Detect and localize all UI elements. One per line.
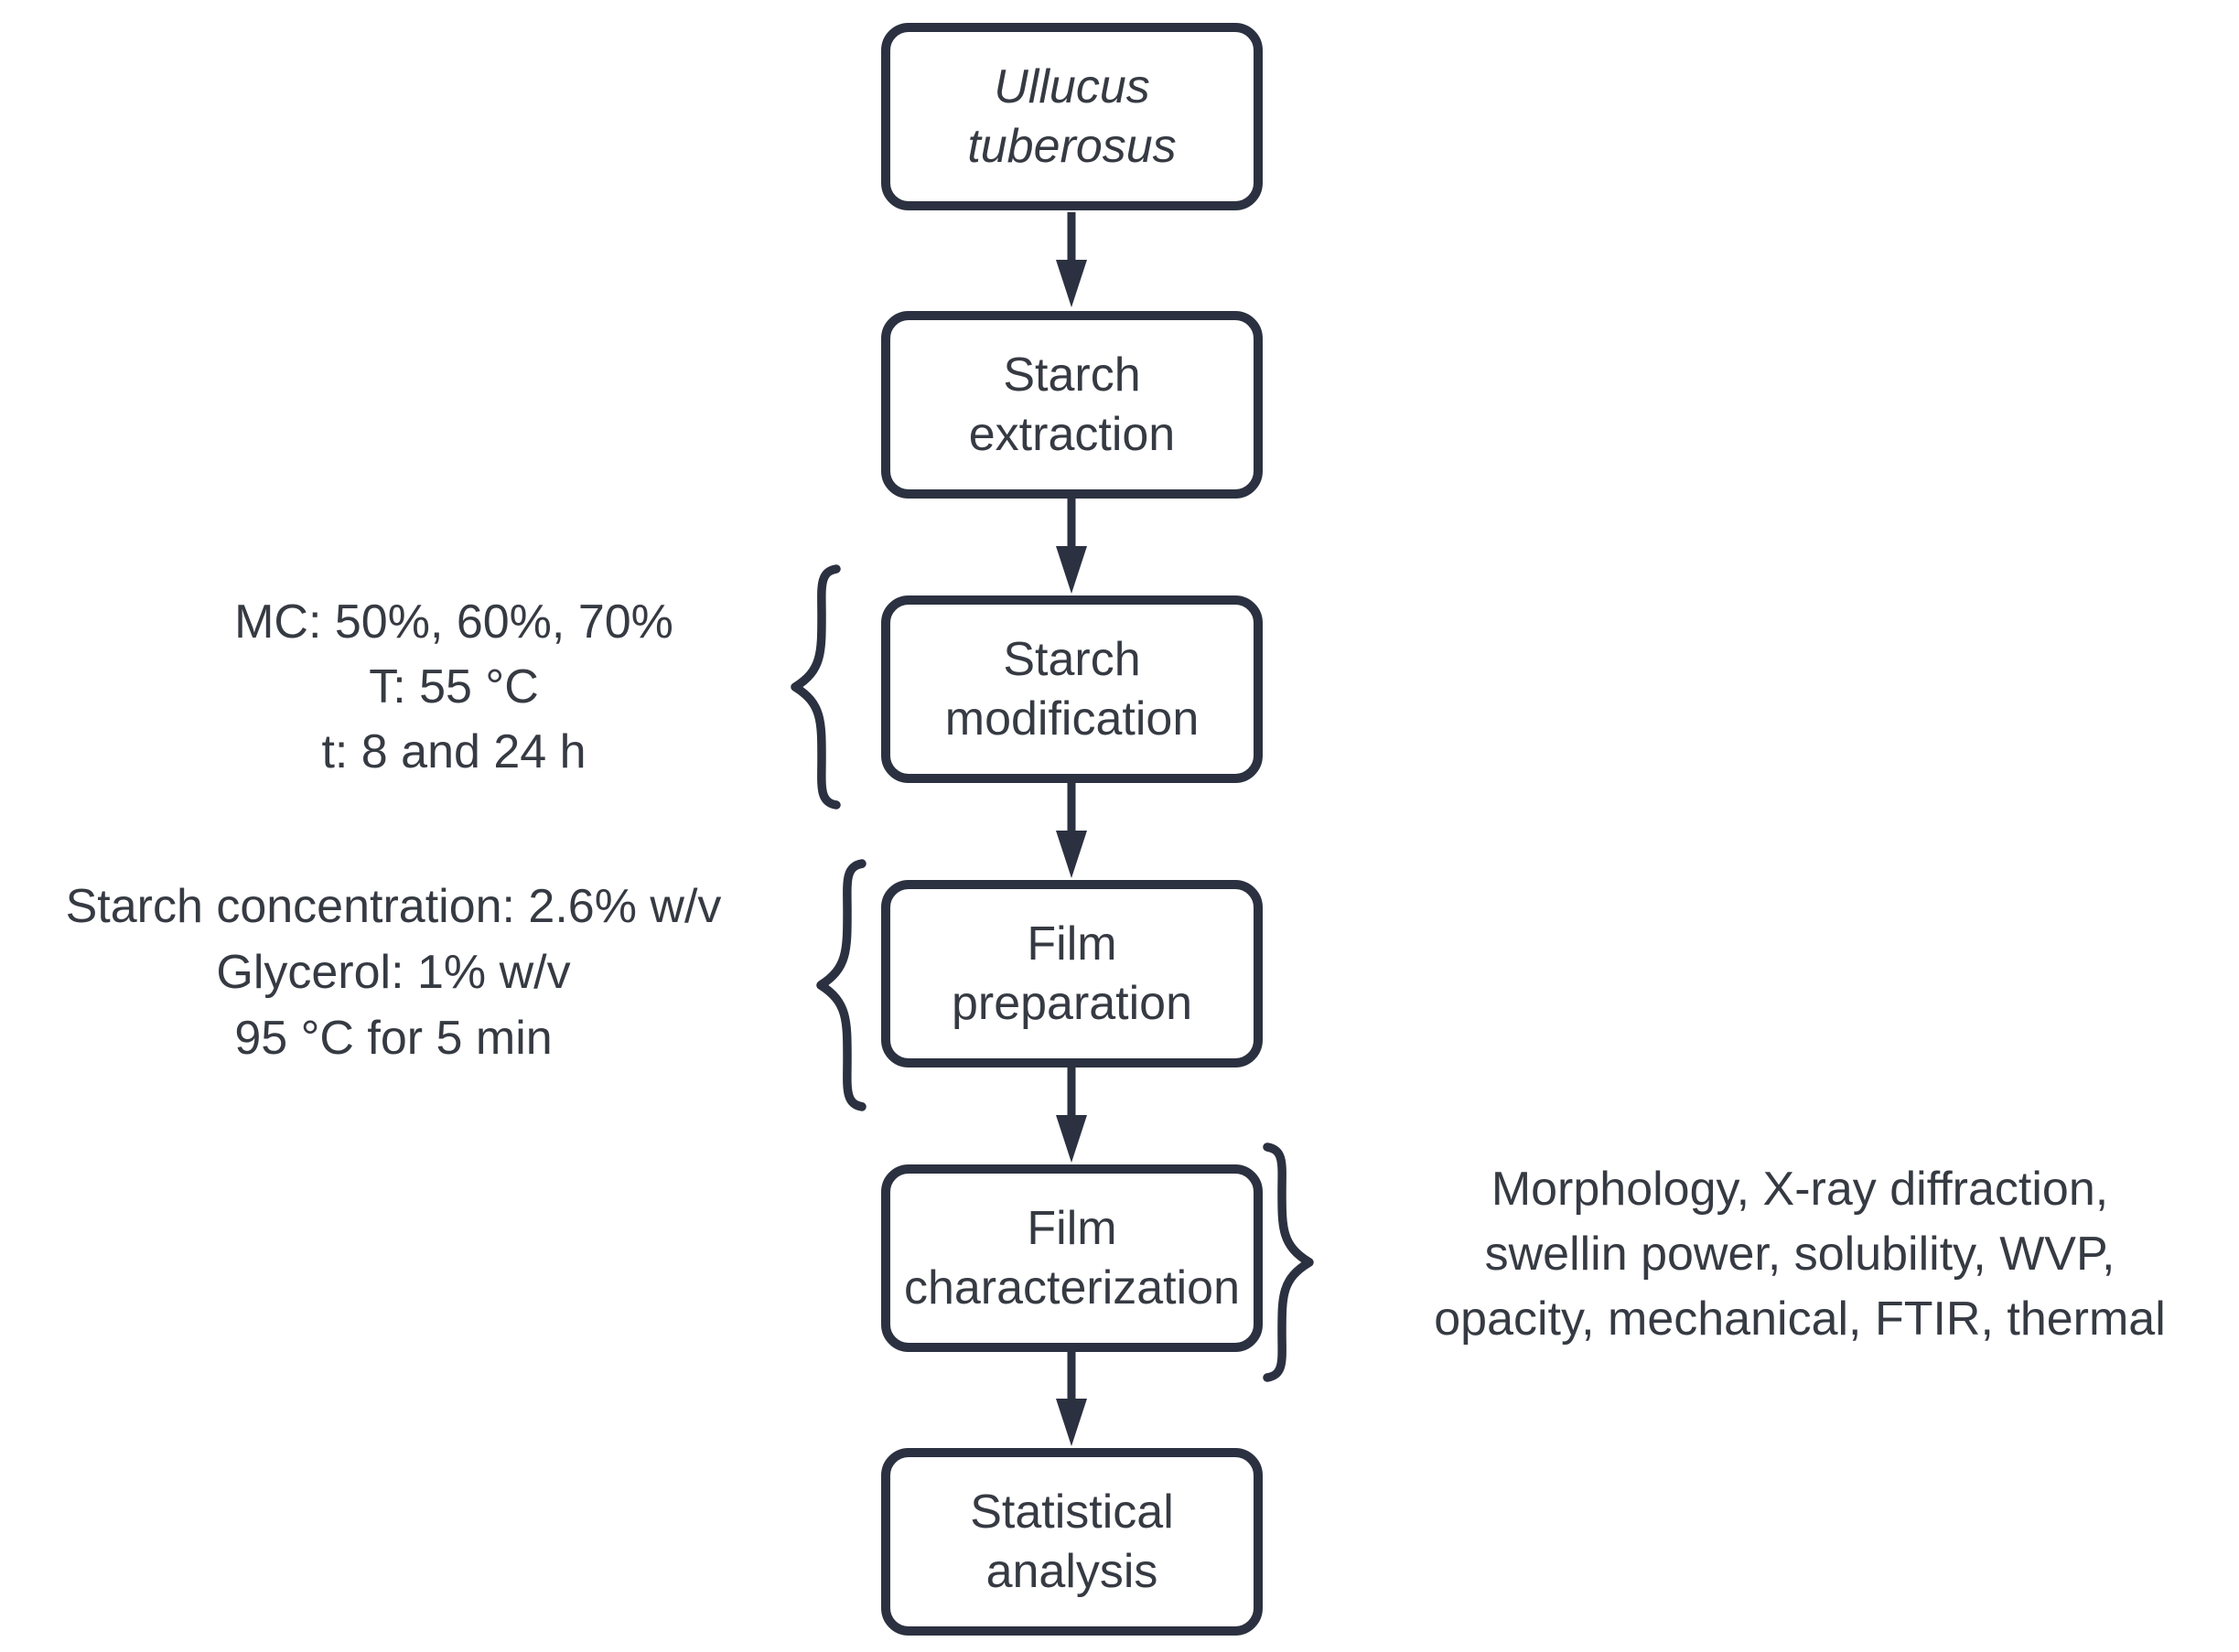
node-starch-modification: Starch modification — [881, 595, 1263, 783]
left-brace-icon — [816, 859, 867, 1111]
node-label-line: tuberosus — [967, 119, 1177, 173]
annotation-film-characterization: Morphology, X-ray diffraction, swellin p… — [1361, 1157, 2239, 1352]
node-label-line: extraction — [968, 407, 1176, 461]
annotation-line: swellin power, solubility, WVP, — [1484, 1228, 2115, 1281]
down-arrow-icon — [1056, 1067, 1087, 1163]
node-label-line: preparation — [951, 976, 1193, 1030]
annotation-line: t: 8 and 24 h — [321, 725, 587, 778]
annotation-film-preparation: Starch concentration: 2.6% w/v Glycerol:… — [0, 874, 787, 1071]
node-label-line: Ullucus — [994, 59, 1150, 113]
node-label-line: Film — [1027, 917, 1117, 971]
node-label-line: Statistical — [970, 1485, 1174, 1539]
node-label-line: characterization — [903, 1260, 1241, 1314]
down-arrow-icon — [1056, 1351, 1087, 1446]
left-brace-icon — [791, 564, 841, 810]
node-statistical-analysis: Statistical analysis — [881, 1448, 1263, 1636]
annotation-line: Glycerol: 1% w/v — [216, 946, 571, 999]
node-label-line: modification — [944, 692, 1200, 746]
annotation-line: Morphology, X-ray diffraction, — [1491, 1163, 2109, 1216]
annotation-line: T: 55 °C — [369, 660, 539, 713]
node-label-line: Film — [1027, 1201, 1117, 1255]
node-film-preparation: Film preparation — [881, 880, 1263, 1067]
down-arrow-icon — [1056, 499, 1087, 594]
annotation-line: Starch concentration: 2.6% w/v — [65, 880, 722, 933]
node-label-line: Starch — [1003, 348, 1141, 402]
down-arrow-icon — [1056, 783, 1087, 878]
annotation-starch-modification: MC: 50%, 60%, 70% T: 55 °C t: 8 and 24 h — [134, 590, 774, 785]
node-starch-extraction: Starch extraction — [881, 311, 1263, 499]
node-film-characterization: Film characterization — [881, 1164, 1263, 1352]
annotation-line: 95 °C for 5 min — [234, 1012, 553, 1065]
annotation-line: MC: 50%, 60%, 70% — [234, 595, 673, 649]
right-brace-icon — [1263, 1142, 1314, 1382]
node-label-line: analysis — [985, 1544, 1158, 1598]
node-label-line: Starch — [1003, 632, 1141, 686]
node-ullucus-tuberosus: Ullucus tuberosus — [881, 23, 1263, 210]
down-arrow-icon — [1056, 212, 1087, 307]
annotation-line: opacity, mechanical, FTIR, thermal — [1434, 1293, 2166, 1346]
